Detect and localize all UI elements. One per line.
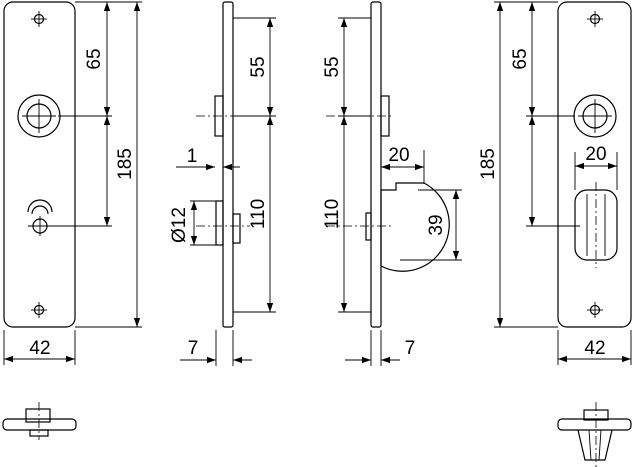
- escutcheon-plate-right: [557, 1, 632, 328]
- dim-20-side: 20: [388, 145, 409, 166]
- dim-39: 39: [426, 214, 447, 235]
- dim-65-right: 65: [510, 48, 531, 69]
- dim-7-left: 7: [188, 338, 199, 359]
- top-view-left: [2, 402, 77, 440]
- dim-110-left: 110: [248, 199, 269, 229]
- dim-55-left: 55: [248, 56, 269, 77]
- top-view-right: [557, 402, 632, 467]
- turn-indicator-left: [27, 199, 53, 236]
- lever-rosette-left: [17, 94, 61, 138]
- thumb-turn-front: [574, 182, 618, 268]
- front-view-left: 65 185 42: [2, 1, 142, 440]
- dim-20-front: 20: [585, 144, 606, 165]
- dim-42-right: 42: [584, 338, 605, 359]
- side-plate-right: [370, 1, 382, 328]
- side-view-left: 55 110 1 Ø12 7: [169, 1, 276, 366]
- side-plate-left: [222, 1, 234, 328]
- dim-7-right: 7: [405, 338, 416, 359]
- screw-hole-top-left: [31, 11, 47, 27]
- side-view-right: 55 110 20 39 7: [322, 1, 462, 366]
- dim-185-right: 185: [478, 148, 499, 180]
- screw-hole-bottom-left: [31, 302, 47, 318]
- dim-185-left: 185: [115, 148, 136, 180]
- escutcheon-plate-left: [3, 1, 76, 328]
- lever-rosette-right: [573, 94, 617, 138]
- front-view-right: 65 185 20 42: [478, 1, 632, 467]
- screw-hole-top-right: [587, 11, 603, 27]
- thumb-turn-profile: [380, 182, 450, 272]
- dim-1: 1: [187, 146, 198, 167]
- dim-110-right: 110: [322, 199, 343, 229]
- dim-42-left: 42: [29, 338, 50, 359]
- dim-55-right: 55: [322, 56, 343, 77]
- screw-hole-bottom-right: [587, 302, 603, 318]
- dim-dia12: Ø12: [169, 207, 190, 243]
- dim-65-left: 65: [84, 48, 105, 69]
